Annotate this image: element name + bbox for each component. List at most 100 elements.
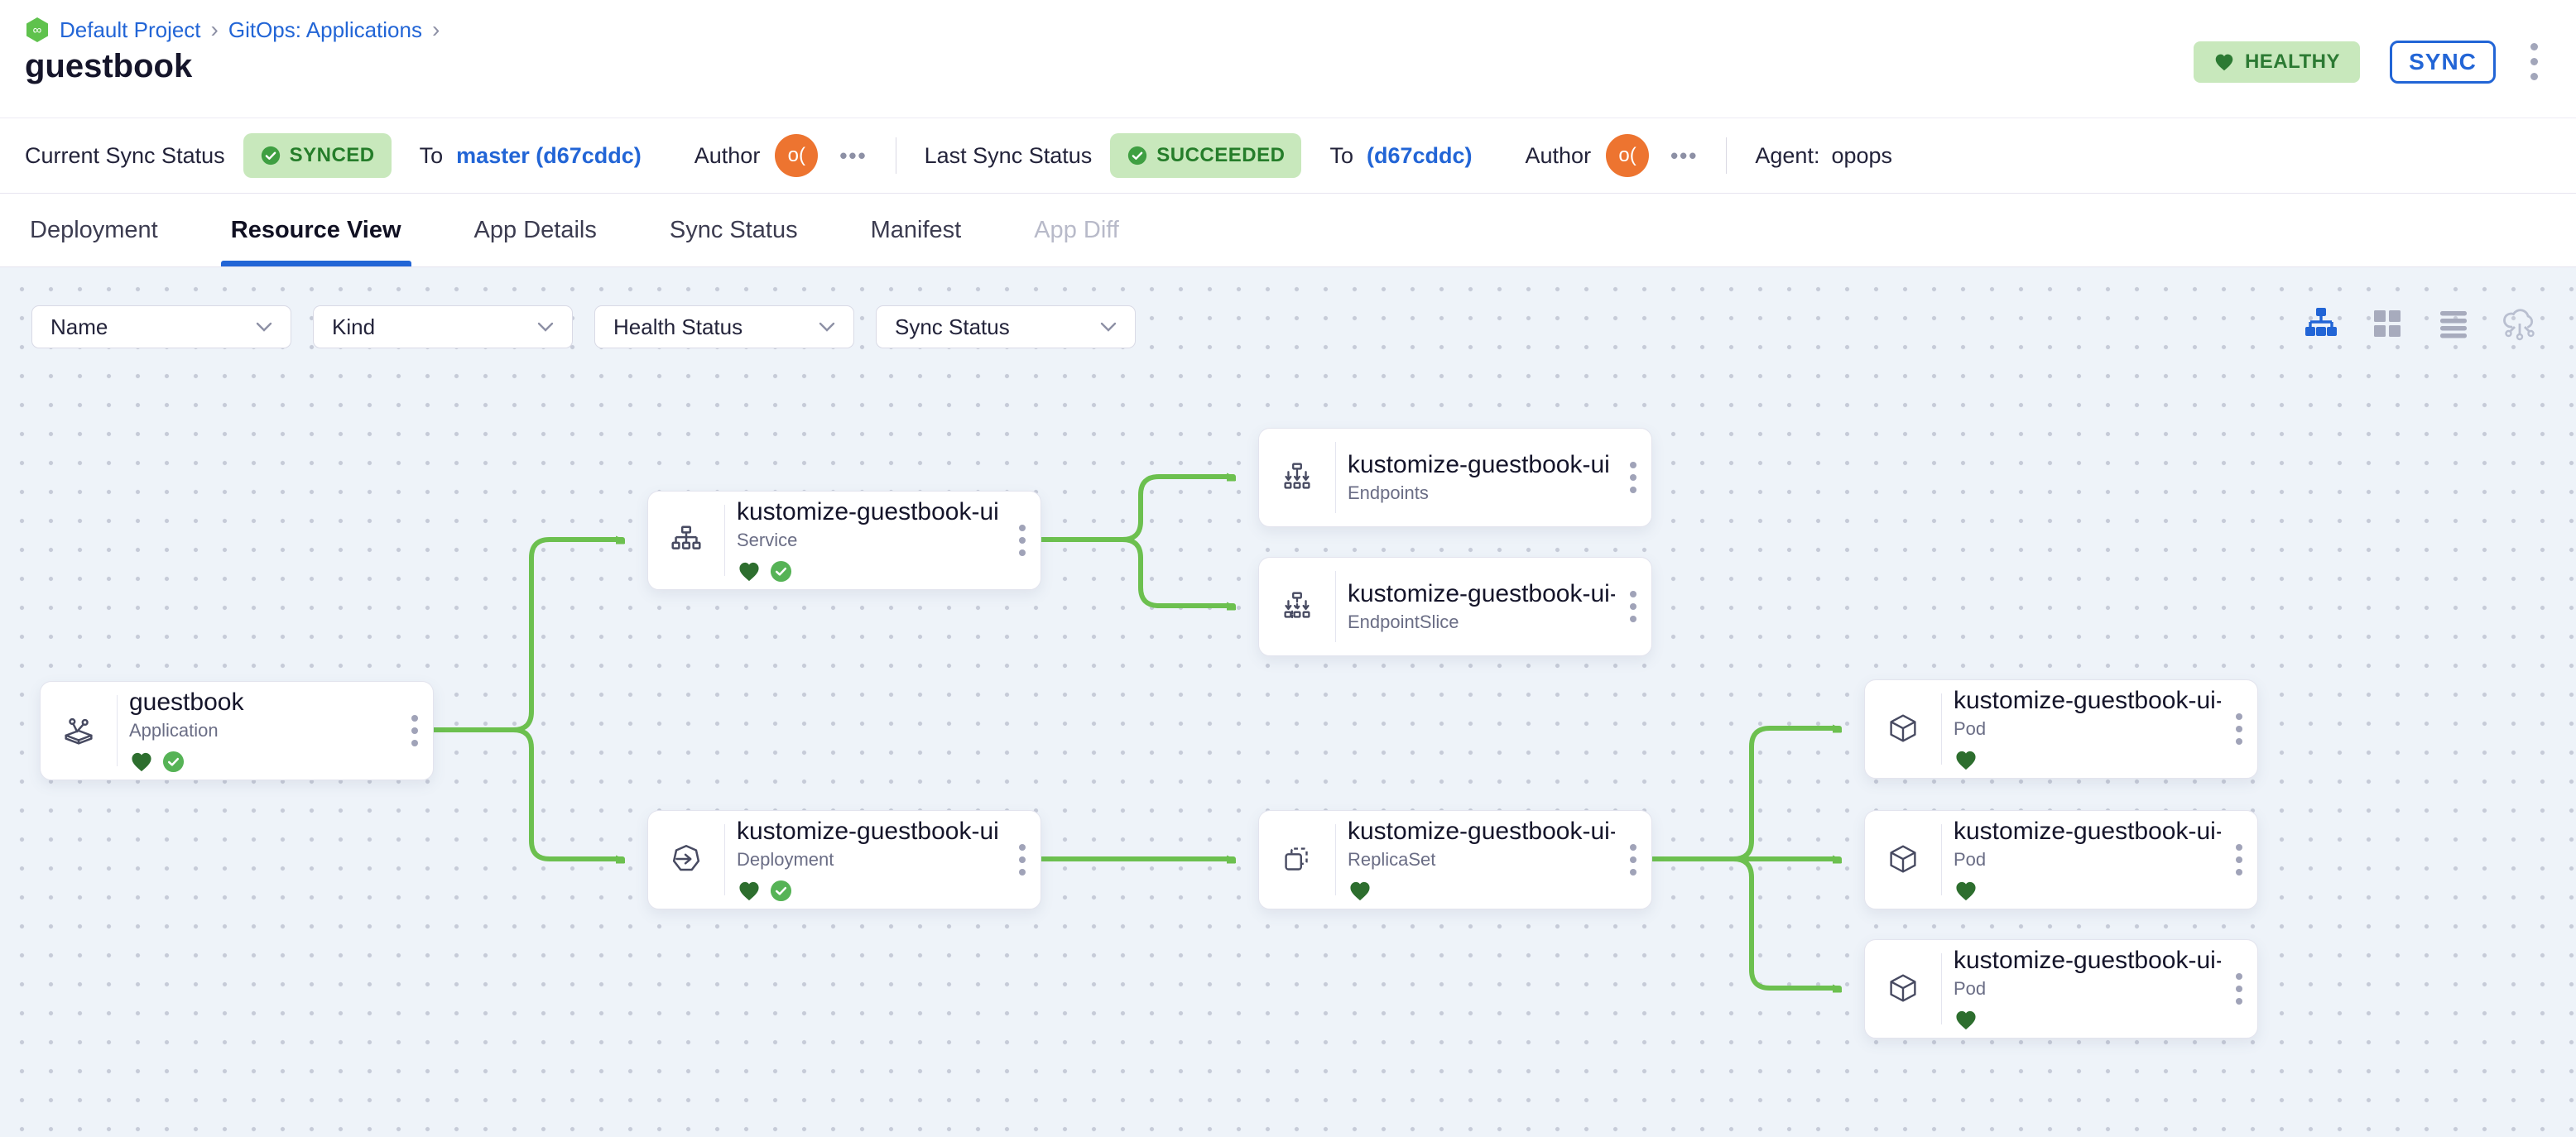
- breadcrumb-applications-link[interactable]: GitOps: Applications: [228, 17, 422, 42]
- node-status-icons: [1954, 1007, 2221, 1032]
- node-status-icons: [737, 559, 1004, 583]
- edge-service-to-endpointslice: [1039, 537, 1236, 606]
- node-status-icons: [1348, 878, 1615, 903]
- divider: [724, 824, 725, 895]
- cloud-view-icon[interactable]: [2500, 304, 2540, 343]
- author-label: Author: [1525, 142, 1592, 168]
- filter-label: Name: [50, 314, 108, 339]
- sync-button[interactable]: SYNC: [2390, 40, 2496, 84]
- healthy-heart-icon: [739, 881, 759, 900]
- node-status-icons: [1954, 878, 2221, 903]
- breadcrumb-project-link[interactable]: Default Project: [60, 17, 201, 42]
- tab-bar: Deployment Resource View App Details Syn…: [0, 194, 2576, 267]
- node-application[interactable]: guestbook Application: [40, 681, 434, 780]
- node-menu-button[interactable]: [2221, 967, 2257, 1011]
- tab-app-diff: App Diff: [1034, 216, 1119, 243]
- header-actions: HEALTHY SYNC: [2193, 38, 2543, 85]
- healthy-heart-icon: [739, 562, 759, 581]
- divider: [1335, 442, 1336, 513]
- list-view-icon[interactable]: [2434, 304, 2473, 343]
- node-replicaset[interactable]: kustomize-guestbook-ui-... ReplicaSet: [1258, 810, 1652, 909]
- commit-details-expand-button[interactable]: •••: [839, 142, 867, 168]
- top-bar: ∞ Default Project › GitOps: Applications…: [0, 0, 2576, 118]
- synced-check-icon: [770, 880, 792, 901]
- node-title: kustomize-guestbook-ui: [737, 498, 999, 525]
- node-kind: Endpoints: [1348, 482, 1429, 503]
- node-kind: Pod: [1954, 718, 1987, 739]
- node-menu-button[interactable]: [2221, 707, 2257, 751]
- node-menu-button[interactable]: [1615, 837, 1651, 882]
- node-title: kustomize-guestbook-ui: [737, 818, 999, 845]
- author-avatar: o(: [775, 134, 819, 177]
- node-pod-2[interactable]: kustomize-guestbook-ui-... Pod: [1864, 810, 2258, 909]
- tab-sync-status[interactable]: Sync Status: [669, 216, 798, 243]
- healthy-heart-icon: [1350, 881, 1370, 900]
- resource-tree-canvas[interactable]: Name Kind Health Status Sync Status: [0, 267, 2576, 1137]
- more-options-button[interactable]: [2526, 38, 2543, 85]
- node-title: guestbook: [129, 688, 244, 716]
- node-title: kustomize-guestbook-ui-...: [1954, 947, 2221, 974]
- node-endpointslice[interactable]: kustomize-guestbook-ui-... EndpointSlice: [1258, 557, 1652, 656]
- grid-view-icon[interactable]: [2367, 304, 2407, 343]
- healthy-heart-icon: [1956, 751, 1976, 770]
- tab-deployment[interactable]: Deployment: [30, 216, 158, 243]
- node-title: kustomize-guestbook-ui: [1348, 451, 1610, 478]
- node-service[interactable]: kustomize-guestbook-ui Service: [647, 491, 1041, 590]
- tree-view-icon[interactable]: [2301, 304, 2341, 343]
- divider: [1726, 137, 1728, 174]
- filter-health-status-dropdown[interactable]: Health Status: [594, 305, 854, 348]
- last-revision-link[interactable]: (d67cddc): [1366, 142, 1473, 168]
- filter-bar: Name Kind Health Status Sync Status: [31, 305, 1136, 348]
- pod-icon: [1865, 710, 1941, 748]
- node-endpoints[interactable]: kustomize-guestbook-ui Endpoints: [1258, 428, 1652, 527]
- filter-kind-dropdown[interactable]: Kind: [313, 305, 573, 348]
- node-menu-button[interactable]: [396, 708, 433, 753]
- edge-layer: [430, 267, 1842, 1137]
- node-menu-button[interactable]: [1004, 837, 1040, 882]
- project-icon: ∞: [26, 17, 48, 42]
- filter-sync-status-dropdown[interactable]: Sync Status: [876, 305, 1136, 348]
- agent-value: opops: [1831, 142, 1893, 168]
- chevron-down-icon: [537, 322, 554, 332]
- replicaset-icon: [1259, 841, 1335, 879]
- healthy-heart-icon: [1956, 881, 1976, 900]
- healthy-heart-icon: [132, 752, 151, 771]
- node-pod-1[interactable]: kustomize-guestbook-ui-... Pod: [1864, 679, 2258, 779]
- health-badge-label: HEALTHY: [2244, 50, 2340, 73]
- health-status-badge: HEALTHY: [2193, 41, 2360, 83]
- chevron-down-icon: [1100, 322, 1117, 332]
- node-kind: Service: [737, 530, 798, 550]
- node-pod-3[interactable]: kustomize-guestbook-ui-... Pod: [1864, 939, 2258, 1039]
- current-sync-status-label: Current Sync Status: [25, 142, 225, 168]
- breadcrumb-separator: ›: [431, 17, 440, 42]
- edge-replicaset-to-pod-1: [1650, 728, 1842, 861]
- node-menu-button[interactable]: [1615, 584, 1651, 629]
- node-deployment[interactable]: kustomize-guestbook-ui Deployment: [647, 810, 1041, 909]
- tab-app-details[interactable]: App Details: [473, 216, 597, 243]
- node-status-icons: [737, 878, 1004, 903]
- author-avatar: o(: [1606, 134, 1650, 177]
- node-menu-button[interactable]: [1615, 455, 1651, 500]
- tab-manifest[interactable]: Manifest: [870, 216, 962, 243]
- tab-resource-view[interactable]: Resource View: [220, 194, 411, 266]
- view-mode-switcher: [2301, 304, 2540, 343]
- current-revision-link[interactable]: master (d67cddc): [456, 142, 642, 168]
- endpoints-icon: [1259, 458, 1335, 497]
- service-icon: [648, 521, 724, 559]
- pod-icon: [1865, 970, 1941, 1008]
- edge-replicaset-to-pod-3: [1650, 856, 1842, 988]
- node-kind: Pod: [1954, 978, 1987, 999]
- filter-name-dropdown[interactable]: Name: [31, 305, 291, 348]
- chevron-down-icon: [256, 322, 272, 332]
- node-menu-button[interactable]: [1004, 518, 1040, 563]
- synced-badge-label: SYNCED: [289, 144, 375, 166]
- filter-label: Sync Status: [895, 314, 1010, 339]
- synced-badge: SYNCED: [243, 133, 392, 178]
- commit-details-expand-button[interactable]: •••: [1670, 142, 1699, 168]
- node-title: kustomize-guestbook-ui-...: [1348, 580, 1615, 607]
- heart-icon: [2215, 54, 2233, 70]
- node-title: kustomize-guestbook-ui-...: [1954, 687, 2221, 714]
- node-menu-button[interactable]: [2221, 837, 2257, 882]
- divider: [1941, 824, 1942, 895]
